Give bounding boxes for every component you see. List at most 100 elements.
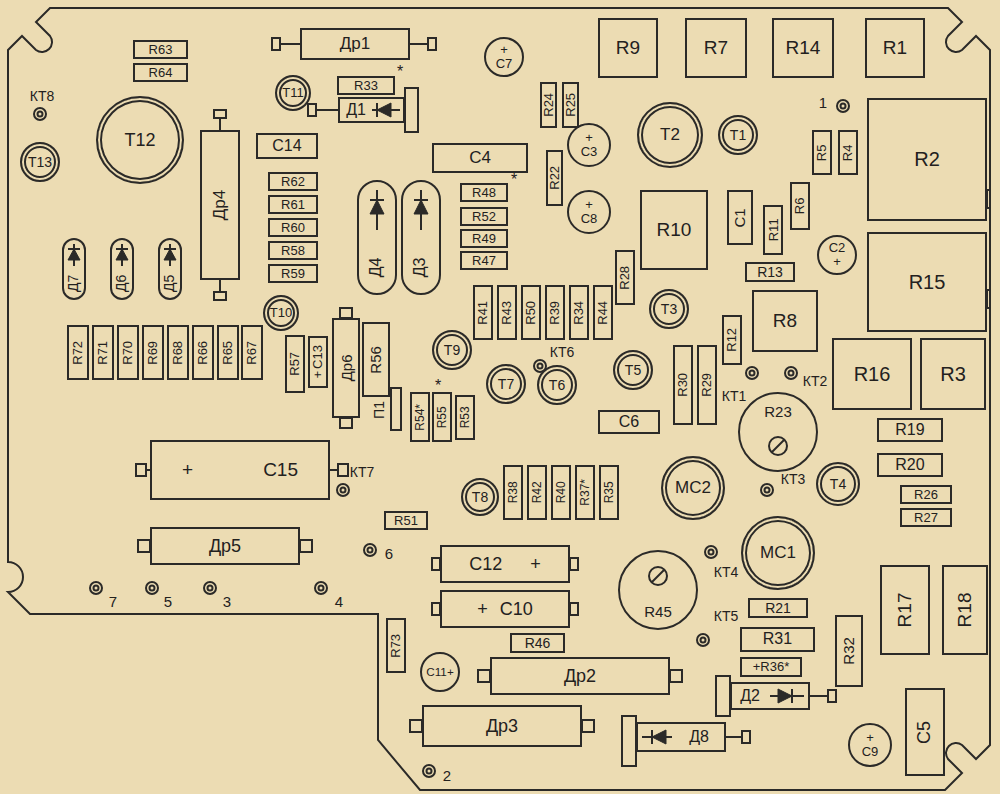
component-outline: R57 [285, 335, 305, 393]
label-area: Т6 [539, 367, 575, 403]
part-label: R6 [793, 198, 807, 215]
part-label: + [530, 555, 541, 574]
part-label: С15 [263, 460, 298, 480]
label-group: Д6 [115, 274, 130, 291]
label-group: R50 [524, 301, 538, 325]
label-area: Др1 [302, 30, 408, 58]
label-area: Т5 [615, 352, 651, 388]
component-outline: R29 [697, 345, 717, 425]
component-outline: R56 [362, 322, 390, 397]
label-group: С11+ [426, 666, 453, 678]
label-group: С2+ [829, 241, 846, 268]
part-label: + [447, 666, 454, 678]
part-label: R41 [476, 301, 490, 325]
label-area: R50 [523, 287, 539, 338]
label-group: Д7 [67, 274, 82, 291]
label-area: R73 [388, 620, 404, 671]
label-area: R23 [740, 400, 816, 424]
label-area: +R36* [742, 659, 800, 675]
component-outline: R11 [763, 205, 783, 255]
component-outline: R15 [867, 232, 987, 332]
test-point-label: КТ4 [714, 565, 739, 579]
label-area: С12+ [442, 547, 568, 581]
part-label: С7 [496, 57, 513, 71]
part-label: + [833, 255, 841, 269]
callout-number: * [511, 172, 517, 188]
round-component: Т5 [613, 350, 653, 390]
label-group: R57 [288, 352, 302, 376]
part-label: Т13 [28, 155, 52, 170]
label-area: R21 [750, 600, 806, 616]
part-label: R37* [579, 479, 592, 506]
label-group: R33 [354, 79, 378, 93]
component-outline: R62 [268, 172, 318, 191]
label-group: Др4 [211, 190, 229, 220]
component-outline: С14 [256, 133, 318, 159]
label-group: Т4 [830, 477, 846, 492]
test-points [34, 100, 849, 777]
label-group: +С7 [496, 43, 513, 70]
part-label: R30 [676, 373, 690, 397]
round-component: +С7 [484, 37, 524, 77]
part-label: R29 [700, 373, 714, 397]
test-point-label: КТ2 [803, 374, 828, 388]
component-outline: R61 [268, 195, 318, 214]
label-area: R24 [542, 84, 555, 126]
round-component: Т4 [816, 462, 860, 506]
component-outline: R69 [142, 325, 164, 380]
label-area: R22 [548, 152, 561, 204]
component-outline: R17 [880, 565, 930, 655]
label-group: R70 [121, 341, 135, 365]
component-outline: Др3 [422, 705, 582, 747]
part-label: С5 [916, 720, 935, 743]
label-area: МС1 [743, 518, 813, 588]
part-label: R39 [548, 301, 562, 325]
label-group: R63 [149, 43, 173, 57]
label-group: С5 [916, 720, 935, 743]
label-group: R54* [414, 404, 427, 431]
part-label: R43 [500, 301, 514, 325]
test-point-label: КТ3 [781, 472, 806, 486]
part-label: С13 [311, 345, 325, 369]
component-outline: Д2 [730, 682, 810, 710]
part-label: R19 [895, 422, 924, 439]
component-outline: Др2 [490, 657, 670, 695]
label-area: R27 [902, 510, 950, 525]
component-outline: R53 [455, 395, 475, 440]
part-label: Т6 [549, 378, 565, 393]
label-group: Др5 [209, 537, 241, 556]
callout-number: П1 [372, 401, 386, 419]
label-area: R62 [270, 174, 316, 189]
part-label: R24 [542, 93, 556, 117]
part-label: Д6 [115, 274, 130, 291]
callout-number: 4 [335, 594, 343, 609]
label-group: R31 [763, 631, 792, 648]
part-label: R18 [955, 593, 975, 628]
label-area: Т2 [639, 104, 701, 166]
label-group: R25 [564, 93, 578, 117]
part-label: R4 [841, 144, 855, 161]
label-group: R15 [909, 272, 946, 293]
label-group: С14 [272, 138, 301, 155]
label-group: Т2 [660, 126, 680, 144]
label-area: Т10 [265, 297, 297, 329]
part-label: R46 [525, 636, 551, 651]
part-label: R14 [786, 38, 821, 58]
part-label: С10 [500, 600, 533, 619]
label-group: +R36* [753, 660, 790, 674]
part-label: R72 [71, 341, 85, 365]
label-group: R16 [854, 364, 891, 385]
part-label: R33 [354, 79, 378, 93]
label-group: R24 [542, 93, 556, 117]
label-area: С2+ [819, 237, 855, 273]
component-outline: R47 [460, 251, 508, 270]
label-area: R14 [774, 20, 832, 76]
label-area: Д6 [112, 268, 132, 298]
component-outline: +С13 [308, 336, 328, 388]
label-area: С1 [729, 192, 751, 243]
label-area: R56 [364, 324, 388, 395]
component-outline: +R36* [740, 657, 802, 677]
label-group: R68 [171, 341, 185, 365]
label-group: R52 [472, 210, 496, 224]
